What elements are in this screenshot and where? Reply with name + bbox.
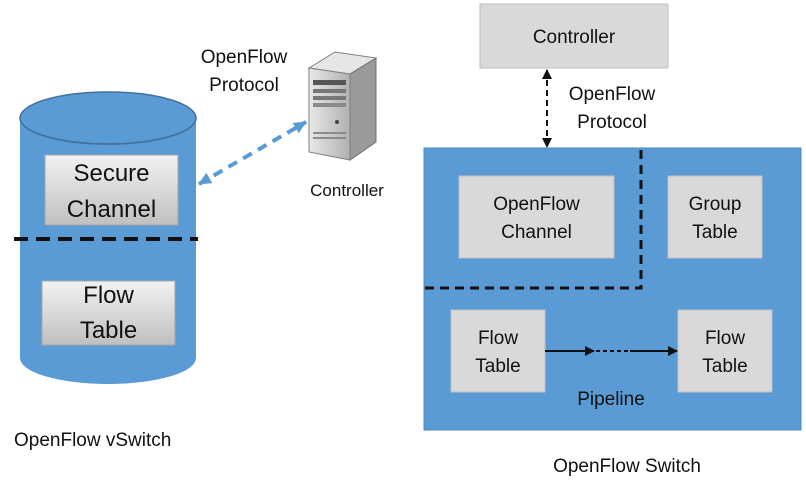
switch-divider xyxy=(422,150,643,290)
vswitch-flow-table-box: Flow Table xyxy=(41,280,176,346)
left-protocol-label-line1: OpenFlow xyxy=(201,47,288,68)
group-table-label-line2: Table xyxy=(692,222,737,243)
flow-table-2-box: Flow Table xyxy=(677,309,773,393)
openflow-switch-caption: OpenFlow Switch xyxy=(553,456,701,477)
flow-table-1-box: Flow Table xyxy=(450,309,546,393)
secure-channel-box: Secure Channel xyxy=(44,154,179,226)
openflow-channel-label-line2: Channel xyxy=(501,222,572,243)
right-protocol-label-line1: OpenFlow xyxy=(569,84,656,105)
controller-box: Controller xyxy=(479,3,669,69)
vswitch-flow-table-label-line1: Flow xyxy=(83,282,134,309)
left-openflow-arrow xyxy=(197,120,308,186)
right-protocol-label-line2: Protocol xyxy=(577,112,647,133)
openflow-channel-label-line1: OpenFlow xyxy=(493,194,580,215)
pipeline-label: Pipeline xyxy=(577,389,645,410)
left-controller-label: Controller xyxy=(310,181,384,200)
flow-table-1-label-line2: Table xyxy=(475,356,520,377)
vswitch-flow-table-label-line2: Table xyxy=(80,317,137,344)
group-table-box: Group Table xyxy=(667,175,763,259)
flow-table-2-label-line1: Flow xyxy=(705,328,745,349)
server-tower-icon xyxy=(307,51,378,161)
controller-box-label: Controller xyxy=(533,27,616,48)
secure-channel-label-line2: Channel xyxy=(67,196,156,223)
openflow-channel-box: OpenFlow Channel xyxy=(458,175,615,259)
left-protocol-label-line2: Protocol xyxy=(209,75,279,96)
vswitch-caption: OpenFlow vSwitch xyxy=(14,430,171,451)
flow-table-1-label-line1: Flow xyxy=(478,328,518,349)
group-table-label-line1: Group xyxy=(689,194,742,215)
flow-table-2-label-line2: Table xyxy=(702,356,747,377)
secure-channel-label-line1: Secure xyxy=(73,160,149,187)
